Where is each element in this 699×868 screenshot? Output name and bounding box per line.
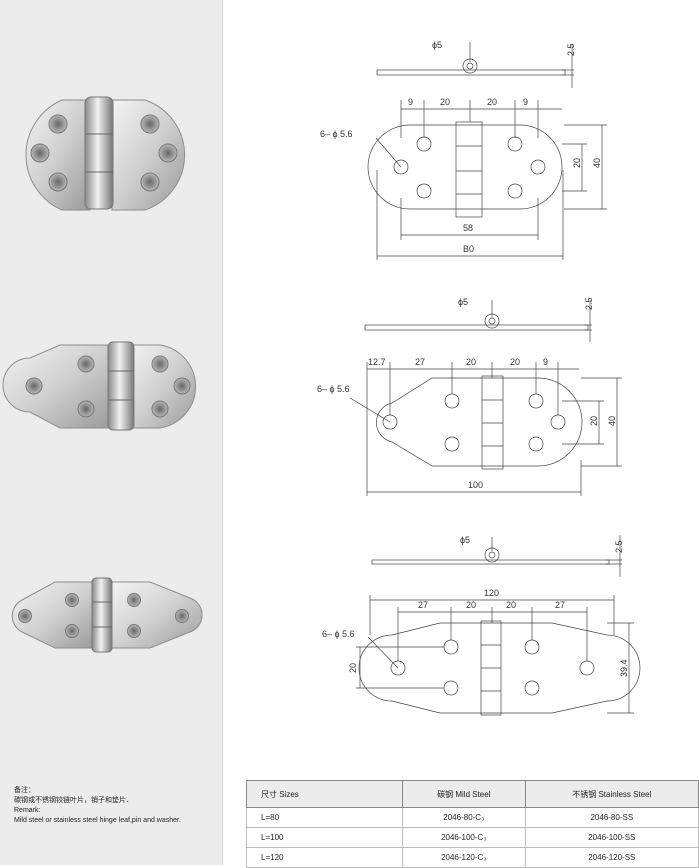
top-dim: 9 xyxy=(543,357,548,367)
cell-mild-steel: 2046-80-C₃ xyxy=(402,807,526,828)
remark-label-en: Remark: xyxy=(14,807,41,814)
inner-height-label: 20 xyxy=(572,158,582,168)
holes-label: 6– ϕ 5.6 xyxy=(322,629,355,639)
remark-title: 备注： xyxy=(14,787,35,794)
header-sizes: 尺寸 Sizes xyxy=(246,780,403,808)
top-dim: 20 xyxy=(510,357,520,367)
cell-size: L=100 xyxy=(246,827,403,848)
hinge-photo-100 xyxy=(2,341,196,431)
dia-label: ϕ5 xyxy=(432,40,442,50)
table-header-row: 尺寸 Sizes 碳钢 Mild Steel 不锈钢 Stainless Ste… xyxy=(246,780,699,808)
thickness-label: 2.5 xyxy=(584,297,594,310)
top-dim: 12.7 xyxy=(368,357,386,367)
inner-width-label: 58 xyxy=(463,223,473,233)
top-dim: 20 xyxy=(466,357,476,367)
top-dim: 9 xyxy=(523,97,528,107)
cell-size: L=80 xyxy=(246,807,403,828)
total-length-label: 120 xyxy=(484,588,499,598)
total-length-label: 100 xyxy=(468,480,483,490)
outer-height-label: 39.4 xyxy=(619,659,629,677)
cell-stainless-steel: 2046-80-SS xyxy=(524,807,699,828)
table-row: L=120 2046-120-C₃ 2046-120-SS xyxy=(246,847,699,868)
remark-note: 备注： 碳钢或不锈钢铰链叶片，销子和垫片． Remark: Mild steel… xyxy=(14,786,219,826)
remark-line-cn: 碳钢或不锈钢铰链叶片，销子和垫片． xyxy=(14,797,133,804)
sizes-table: 尺寸 Sizes 碳钢 Mild Steel 不锈钢 Stainless Ste… xyxy=(246,780,699,868)
top-dim: 27 xyxy=(415,357,425,367)
top-dim: 20 xyxy=(466,600,476,610)
top-dim: 20 xyxy=(487,97,497,107)
technical-drawing-100: ϕ5 2.5 6– ϕ 5.6 12.7 27 20 20 9 20 40 10… xyxy=(317,297,622,496)
holes-label: 6– ϕ 5.6 xyxy=(317,384,350,394)
header-mild-steel: 碳钢 Mild Steel xyxy=(402,780,526,808)
remark-line-en: Mild steel or stainless steel hinge leaf… xyxy=(14,817,181,824)
hinge-photo-80 xyxy=(25,96,186,211)
top-dim: 9 xyxy=(408,97,413,107)
thickness-label: 2.5 xyxy=(566,43,576,56)
top-dim: 27 xyxy=(555,600,565,610)
holes-label: 6– ϕ 5.6 xyxy=(320,129,353,139)
cell-mild-steel: 2046-100-C₃ xyxy=(402,827,526,848)
table-row: L=80 2046-80-C₃ 2046-80-SS xyxy=(246,807,699,828)
cell-stainless-steel: 2046-100-SS xyxy=(524,827,699,848)
technical-drawing-80: ϕ5 2.5 6– ϕ 5.6 9 20 20 9 20 40 58 B0 xyxy=(320,40,607,260)
dia-label: ϕ5 xyxy=(460,535,470,545)
outer-height-label: 40 xyxy=(592,158,602,168)
outer-height-label: 40 xyxy=(607,416,617,426)
header-stainless-steel: 不锈钢 Stainless Steel xyxy=(524,780,699,808)
dia-label: ϕ5 xyxy=(458,297,468,307)
table-row: L=100 2046-100-C₃ 2046-100-SS xyxy=(246,827,699,848)
top-dim: 27 xyxy=(418,600,428,610)
top-dim: 20 xyxy=(440,97,450,107)
inner-height-label: 20 xyxy=(589,416,599,426)
hinge-photo-120 xyxy=(11,577,203,653)
top-dim: 20 xyxy=(506,600,516,610)
thickness-label: 2.5 xyxy=(614,540,624,553)
inner-height-label: 20 xyxy=(348,663,358,673)
panel-divider xyxy=(222,0,223,865)
technical-drawing-120: ϕ5 2.5 6– ϕ 5.6 120 27 20 20 27 39.4 20 xyxy=(322,535,641,716)
total-length-label: B0 xyxy=(463,244,474,254)
